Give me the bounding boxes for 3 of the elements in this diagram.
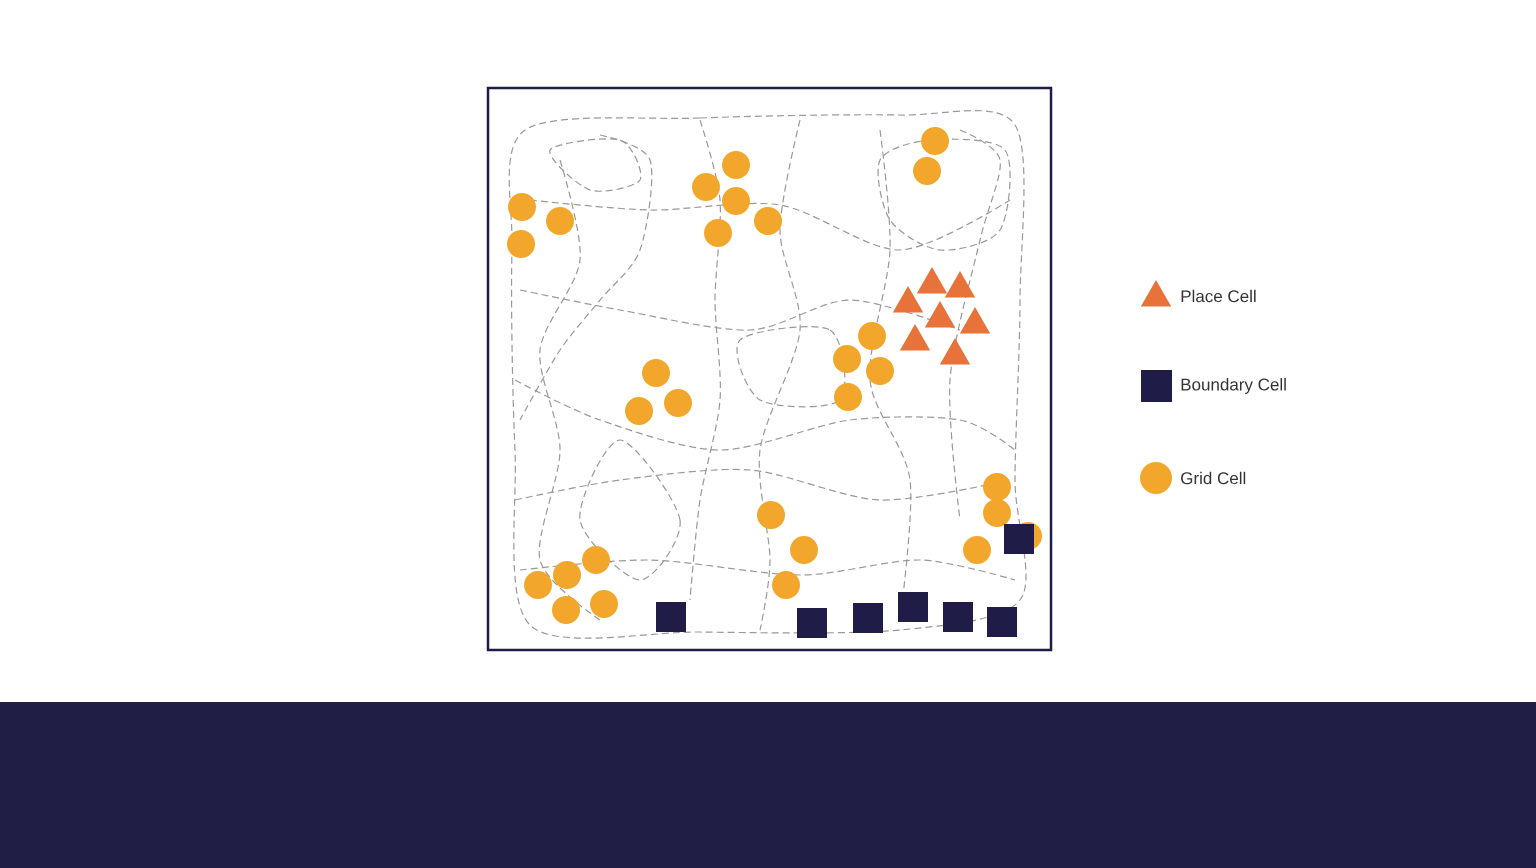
legend-label: Place Cell bbox=[1181, 289, 1256, 303]
legend-label: Grid Cell bbox=[1181, 471, 1246, 485]
legend-label: Boundary Cell bbox=[1181, 378, 1286, 394]
